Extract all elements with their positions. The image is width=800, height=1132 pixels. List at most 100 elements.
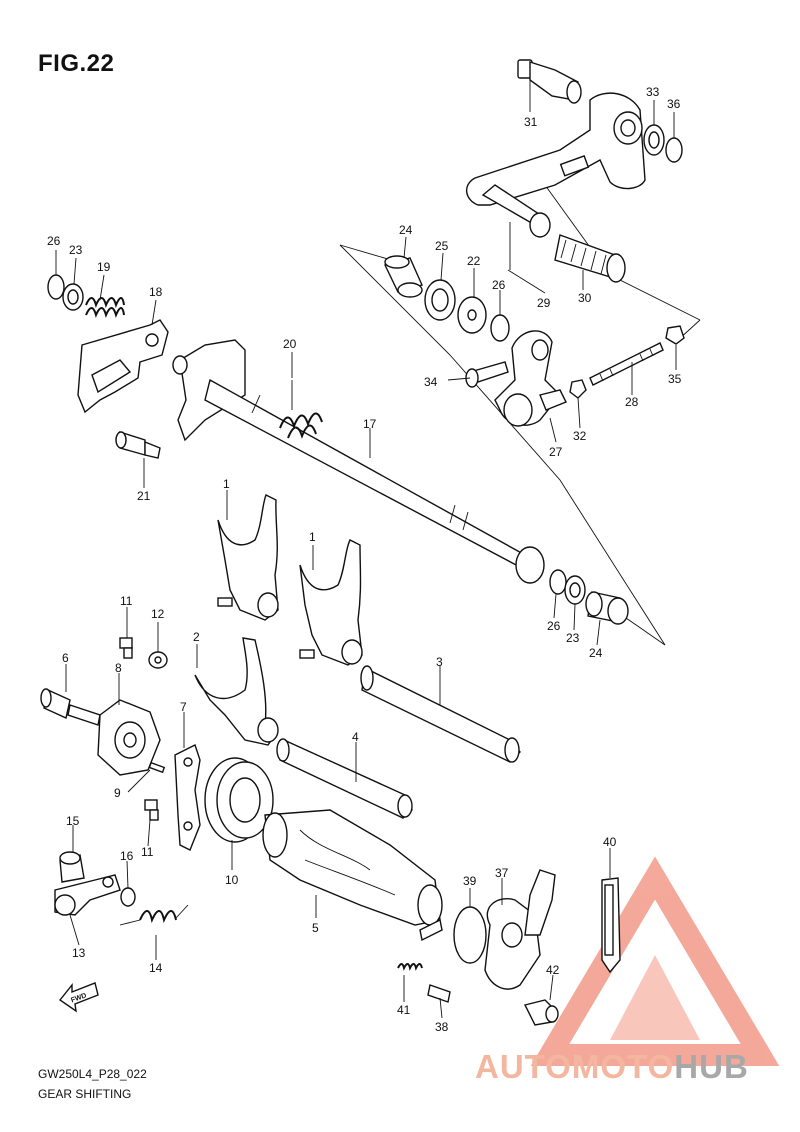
part-34-bolt: [465, 361, 509, 388]
callout-36: 36: [667, 97, 681, 111]
part-33-washer: [643, 124, 665, 156]
part-23-washer-middle: [564, 575, 586, 605]
callout-3: 3: [436, 655, 443, 669]
callout-6: 6: [62, 651, 69, 665]
callout-27: 27: [549, 445, 563, 459]
part-41-spring: [397, 963, 423, 971]
callout-42: 42: [546, 963, 560, 977]
part-22-washer: [457, 296, 487, 334]
part-40-wire-clamp: [601, 877, 621, 974]
callout-26-left: 26: [47, 234, 61, 248]
part-5-gearshift-cam: [262, 809, 443, 942]
callout-20: 20: [283, 337, 297, 351]
callout-17: 17: [363, 417, 377, 431]
part-1-shift-fork-left: [217, 494, 279, 621]
callout-21: 21: [137, 489, 151, 503]
part-7-plate: [174, 744, 201, 851]
diagram-code: GW250L4_P28_022: [38, 1067, 147, 1081]
part-18-plate: [77, 319, 169, 414]
part-24-bushing-upper: [384, 255, 423, 298]
part-29-gearshift-lever: [466, 92, 646, 238]
callout-18: 18: [149, 285, 163, 299]
callout-labels: 31 33 36 26 23 19 18 24 25 22 26 29 30 2…: [47, 85, 682, 1034]
part-26-circlip-left: [47, 274, 65, 300]
callout-33: 33: [646, 85, 660, 99]
part-10-bearing: [204, 757, 274, 843]
part-31-bolt: [517, 59, 582, 104]
callout-2: 2: [193, 630, 200, 644]
part-20-return-spring: [279, 380, 323, 439]
callout-7: 7: [180, 700, 187, 714]
callout-19: 19: [97, 260, 111, 274]
callout-22: 22: [467, 254, 481, 268]
callout-37: 37: [495, 866, 509, 880]
callout-35: 35: [668, 372, 682, 386]
part-16-washer: [120, 887, 136, 907]
callout-26-upper: 26: [492, 278, 506, 292]
callout-8: 8: [115, 661, 122, 675]
callout-32: 32: [573, 429, 587, 443]
part-35-nut: [665, 325, 685, 345]
part-8-cam-stopper: [97, 699, 161, 776]
callout-13: 13: [72, 946, 86, 960]
watermark-text: AUTOMOTOHUB: [475, 1048, 749, 1086]
part-26-circlip-upper: [490, 314, 510, 342]
callout-5: 5: [312, 921, 319, 935]
callout-25: 25: [435, 239, 449, 253]
part-4-fork-shaft: [276, 738, 413, 819]
part-28-rod: [589, 342, 664, 386]
part-23-washer-left: [62, 283, 84, 311]
callout-1-right: 1: [309, 530, 316, 544]
callout-11-lower: 11: [141, 845, 154, 859]
callout-24-upper: 24: [399, 223, 413, 237]
part-2-shift-fork-lower: [194, 637, 279, 746]
callout-40: 40: [603, 835, 617, 849]
part-36-circlip: [665, 137, 683, 163]
part-42-bolt: [523, 999, 559, 1026]
callout-16: 16: [120, 849, 134, 863]
figure-title: FIG.22: [38, 50, 115, 77]
part-12-washer: [148, 651, 168, 669]
callout-26-middle: 26: [547, 619, 561, 633]
callout-1-left: 1: [223, 477, 230, 491]
part-25-oil-seal: [424, 279, 456, 321]
watermark-logo: [530, 856, 780, 1066]
callout-10: 10: [225, 873, 239, 887]
callout-30: 30: [578, 291, 592, 305]
part-38-pin: [427, 984, 451, 1003]
callout-11-upper: 11: [120, 594, 133, 608]
callout-9: 9: [114, 786, 121, 800]
watermark-text-part2: HUB: [674, 1048, 749, 1085]
part-14-spring: [119, 904, 189, 926]
part-27-gearshift-arm: [494, 330, 567, 427]
diagram-caption: GEAR SHIFTING: [38, 1087, 132, 1101]
callout-15: 15: [66, 814, 80, 828]
part-17-gearshift-shaft: [172, 339, 545, 584]
part-39-o-ring: [453, 906, 487, 964]
callout-34: 34: [424, 375, 438, 389]
part-11-bolt-upper: [119, 637, 133, 659]
watermark-text-part1: AUTOMOTO: [475, 1048, 675, 1085]
callout-23-middle: 23: [566, 631, 580, 645]
part-30-footpeg-rubber: [554, 234, 626, 283]
part-37-gear-position-switch: [484, 869, 556, 990]
callout-14: 14: [149, 961, 163, 975]
part-6-pin: [40, 688, 101, 726]
part-1-shift-fork-right: [299, 539, 363, 666]
part-19-spring: [85, 297, 125, 318]
callout-24-middle: 24: [589, 646, 603, 660]
part-24-bushing-middle: [585, 591, 629, 625]
part-21-bolt: [115, 431, 161, 459]
part-13-stopper-arm: [54, 874, 121, 916]
callout-29: 29: [537, 296, 551, 310]
callout-leaders: [55, 80, 677, 1019]
callout-28: 28: [625, 395, 639, 409]
callout-12: 12: [151, 607, 165, 621]
part-15-bolt: [59, 851, 85, 883]
callout-23-left: 23: [69, 243, 83, 257]
part-11-bolt-lower: [144, 799, 159, 821]
part-26-circlip-middle: [549, 569, 567, 595]
callout-4: 4: [352, 730, 359, 744]
